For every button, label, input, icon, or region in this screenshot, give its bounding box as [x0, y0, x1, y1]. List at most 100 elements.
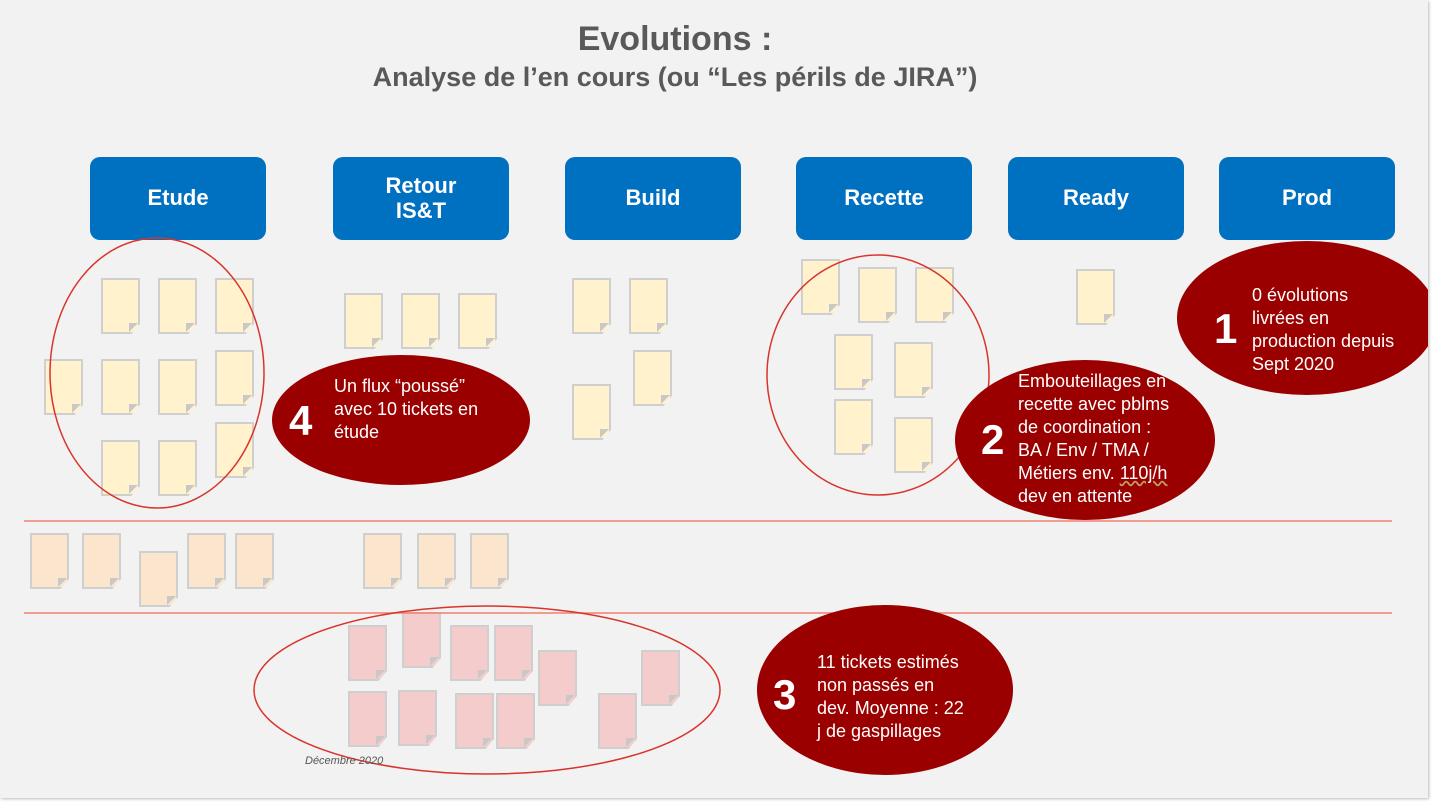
ticket-note: [915, 267, 954, 323]
callout-2-text-a: Embouteillages en recette avec pblms de …: [1018, 371, 1170, 483]
note-fold: [922, 387, 931, 396]
callout-2-text-b: 110j/h: [1119, 463, 1168, 483]
note-fold: [167, 596, 176, 605]
ticket-note: [348, 625, 387, 681]
ticket-note: [572, 278, 611, 334]
ticket-note: [494, 625, 533, 681]
ticket-note: [101, 440, 140, 496]
ticket-note: [348, 691, 387, 747]
ticket-note: [158, 278, 197, 334]
note-fold: [376, 670, 385, 679]
callout-2-ellipse: [955, 360, 1215, 520]
note-fold: [110, 578, 119, 587]
ticket-note: [187, 533, 226, 589]
note-fold: [669, 695, 678, 704]
ticket-note: [894, 417, 933, 473]
etude-highlight-ellipse: [49, 237, 265, 509]
ticket-note: [398, 690, 437, 746]
note-fold: [186, 404, 195, 413]
note-fold: [483, 738, 492, 747]
ticket-note: [834, 399, 873, 455]
callout-4-ellipse: [272, 355, 530, 485]
note-fold: [829, 304, 838, 313]
callout-3-text: 11 tickets estimés non passés en dev. Mo…: [817, 652, 964, 741]
callout-1-number: 1: [1214, 305, 1238, 352]
note-fold: [129, 323, 138, 332]
ticket-note: [82, 533, 121, 589]
ticket-note: [101, 359, 140, 415]
note-fold: [922, 462, 931, 471]
ticket-note: [344, 293, 383, 349]
note-fold: [243, 467, 252, 476]
callout-1-text: 0 évolutions livrées en production depui…: [1252, 285, 1395, 374]
ticket-note: [538, 650, 577, 706]
ticket-note: [1076, 269, 1115, 325]
note-fold: [430, 657, 439, 666]
note-fold: [243, 323, 252, 332]
ticket-note: [572, 384, 611, 440]
ticket-note: [629, 278, 668, 334]
ticket-note: [215, 422, 254, 478]
column-etude: Etude: [90, 157, 266, 240]
note-fold: [372, 338, 381, 347]
ticket-note: [641, 650, 680, 706]
note-fold: [129, 485, 138, 494]
note-fold: [186, 485, 195, 494]
ticket-note: [894, 342, 933, 398]
note-fold: [661, 395, 670, 404]
note-fold: [486, 338, 495, 347]
ticket-note: [401, 293, 440, 349]
date-footer: Décembre 2020: [305, 755, 384, 767]
note-fold: [478, 670, 487, 679]
note-fold: [186, 323, 195, 332]
note-fold: [498, 578, 507, 587]
ticket-note: [101, 278, 140, 334]
note-fold: [376, 736, 385, 745]
ticket-note: [30, 533, 69, 589]
backlog-highlight-ellipse: [253, 605, 721, 775]
ticket-note: [598, 693, 637, 749]
note-fold: [522, 670, 531, 679]
note-fold: [862, 379, 871, 388]
ticket-note: [450, 625, 489, 681]
ticket-note: [235, 533, 274, 589]
note-fold: [524, 738, 533, 747]
note-fold: [215, 578, 224, 587]
ticket-note: [496, 693, 535, 749]
column-recette: Recette: [796, 157, 972, 240]
recette-highlight-ellipse: [766, 254, 990, 496]
ticket-note: [858, 267, 897, 323]
note-fold: [600, 429, 609, 438]
callout-1-ellipse: [1177, 241, 1428, 395]
callout-4-text: Un flux “poussé” avec 10 tickets en étud…: [334, 376, 479, 442]
ticket-note: [834, 334, 873, 390]
callout-2-number: 2: [981, 416, 1005, 463]
note-fold: [943, 312, 952, 321]
note-fold: [129, 404, 138, 413]
note-fold: [862, 444, 871, 453]
slide-subtitle: Analyse de l’en cours (ou “Les périls de…: [372, 62, 978, 92]
ticket-note: [455, 693, 494, 749]
callout-2-text-c: dev en attente: [1018, 486, 1133, 506]
note-fold: [657, 323, 666, 332]
note-fold: [263, 578, 272, 587]
ticket-note: [158, 359, 197, 415]
note-fold: [58, 578, 67, 587]
note-fold: [391, 578, 400, 587]
ticket-note: [417, 533, 456, 589]
column-retour-ist: Retour IS&T: [333, 157, 509, 240]
ticket-note: [139, 551, 178, 607]
note-fold: [72, 404, 81, 413]
column-build: Build: [565, 157, 741, 240]
ticket-note: [363, 533, 402, 589]
ticket-note: [633, 350, 672, 406]
note-fold: [886, 312, 895, 321]
callout-3-ellipse: [757, 605, 1013, 775]
note-fold: [243, 395, 252, 404]
ticket-note: [470, 533, 509, 589]
column-ready: Ready: [1008, 157, 1184, 240]
callout-2-text: Embouteillages en recette avec pblms de …: [1018, 370, 1218, 508]
callout-3-number: 3: [773, 671, 797, 718]
